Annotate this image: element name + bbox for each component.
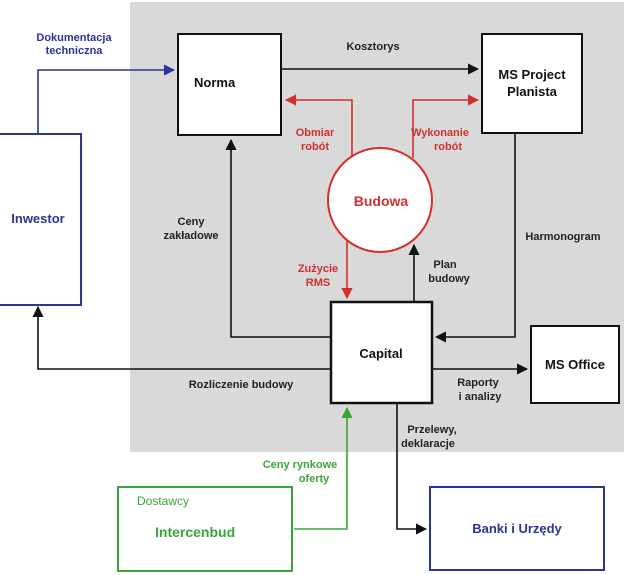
node-ms-project-label-2: Planista bbox=[507, 84, 558, 99]
edge-przelewy bbox=[396, 403, 428, 535]
node-banki[interactable]: Banki i Urzędy bbox=[429, 486, 605, 571]
node-investor[interactable]: Inwestor bbox=[0, 133, 82, 306]
label-raporty-1: Raporty bbox=[457, 377, 499, 389]
label-plan-2: budowy bbox=[428, 273, 470, 285]
node-banki-label: Banki i Urzędy bbox=[472, 521, 562, 536]
node-norma-label: Norma bbox=[194, 75, 236, 90]
edge-obmiar bbox=[284, 94, 353, 158]
label-dokumentacja-1: Dokumentacja bbox=[36, 32, 112, 44]
label-zuzycie-1: Zużycie bbox=[298, 263, 338, 275]
edge-ceny-rynkowe bbox=[294, 406, 353, 530]
label-obmiar-1: Obmiar bbox=[296, 127, 335, 139]
node-ms-office-label: MS Office bbox=[545, 357, 605, 372]
edge-rozliczenie bbox=[32, 305, 330, 370]
node-investor-label: Inwestor bbox=[11, 211, 64, 226]
label-obmiar-2: robót bbox=[301, 141, 329, 153]
edge-dokumentacja bbox=[37, 64, 176, 134]
node-intercenbud[interactable]: Dostawcy Intercenbud bbox=[117, 486, 293, 572]
label-raporty-2: i analizy bbox=[459, 391, 503, 403]
label-przelewy-2: deklaracje bbox=[401, 438, 455, 450]
node-budowa[interactable]: Budowa bbox=[327, 147, 433, 253]
node-norma[interactable]: Norma bbox=[177, 33, 282, 136]
node-ms-project[interactable]: MS Project Planista bbox=[481, 33, 583, 134]
node-intercenbud-label: Intercenbud bbox=[155, 524, 235, 540]
label-zuzycie-2: RMS bbox=[306, 277, 330, 289]
label-plan-1: Plan bbox=[433, 259, 457, 271]
label-wykonanie-1: Wykonanie bbox=[411, 127, 469, 139]
label-ceny-rynkowe-1: Ceny rynkowe bbox=[263, 459, 338, 471]
label-kosztorys: Kosztorys bbox=[346, 41, 399, 53]
node-ms-office[interactable]: MS Office bbox=[530, 325, 620, 404]
label-przelewy-1: Przelewy, bbox=[407, 424, 456, 436]
label-harmonogram: Harmonogram bbox=[525, 231, 600, 243]
edge-harmonogram bbox=[434, 133, 516, 343]
label-dokumentacja-2: techniczna bbox=[46, 45, 104, 57]
label-ceny-zakladowe-1: Ceny bbox=[178, 216, 206, 228]
node-ms-project-label-1: MS Project bbox=[498, 67, 566, 82]
label-wykonanie-2: robót bbox=[434, 141, 462, 153]
label-ceny-zakladowe-2: zakładowe bbox=[163, 230, 218, 242]
label-ceny-rynkowe-2: oferty bbox=[299, 473, 330, 485]
edge-ceny-zakladowe bbox=[225, 138, 330, 338]
node-capital-label: Capital bbox=[359, 346, 402, 361]
node-capital[interactable]: Capital bbox=[329, 300, 434, 405]
label-rozliczenie: Rozliczenie budowy bbox=[189, 379, 294, 391]
node-budowa-label: Budowa bbox=[354, 193, 409, 209]
node-dostawcy-label: Dostawcy bbox=[137, 494, 189, 508]
edge-wykonanie bbox=[412, 94, 480, 158]
